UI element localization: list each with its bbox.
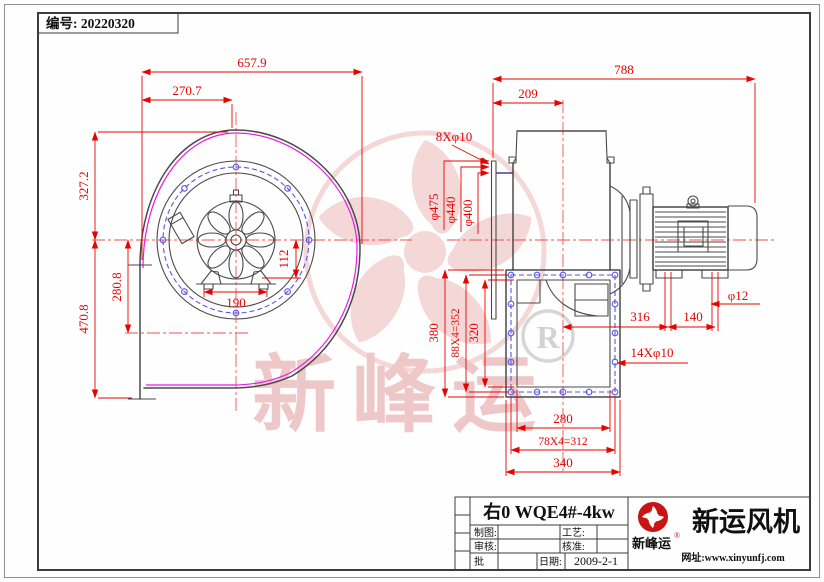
watermark-brand-text: 新峰运: [252, 348, 552, 442]
dim-axis-to-foot-hole: 316: [630, 309, 650, 324]
dim-axis-to-feet: 112: [276, 249, 291, 268]
dim-outlet-bolt-pitch-v: 88X4=352: [450, 308, 462, 358]
dim-outlet-flange-holes: 14Xφ10: [631, 345, 674, 360]
inlet-flange-side: [490, 160, 497, 320]
motor-foot-pads: [655, 269, 729, 279]
volute-liner: [142, 132, 358, 386]
dim-total-width: 657.9: [237, 55, 266, 70]
motor-fins: [655, 211, 726, 267]
dim-axis-to-base: 280.8: [109, 272, 124, 301]
inlet-flange-circle: [156, 160, 316, 320]
watermark-flower-logo: [303, 130, 547, 374]
dim-foot-hole-diameter: φ12: [728, 288, 749, 303]
motor-top-cap: [232, 189, 240, 196]
dim-inlet-bolt-circle: φ440: [443, 196, 458, 223]
motor-rear-cap: [728, 205, 758, 271]
motor-eyebolt-base: [686, 203, 700, 209]
motor-terminal-plate-inner: [683, 226, 704, 247]
dim-inlet-diameter: φ400: [460, 199, 475, 226]
dim-inlet-flange-od: φ475: [426, 193, 441, 220]
sheet-border: [4, 4, 820, 578]
outlet-flange: [505, 269, 621, 398]
company-website: 网址:www.xinyunfj.com: [681, 551, 785, 564]
dim-axis-to-top: 327.2: [76, 171, 91, 200]
casing-side: [508, 130, 615, 271]
model-designation: 右0 WQE4#-4kw: [483, 501, 615, 522]
left-view-dimensions: 657.9 270.7 327.2 470.8 280.8 190 112: [76, 55, 363, 399]
right-view: 788 209 8Xφ10 φ475 φ440 φ400 380 88X4=35…: [426, 62, 777, 476]
outlet-interior-detail: [517, 279, 609, 317]
motor-eyebolt-hole: [690, 198, 696, 204]
brand-name: 新峰运: [632, 536, 671, 551]
svg-text:R: R: [536, 319, 560, 355]
dim-inlet-flange-holes: 8Xφ10: [436, 129, 472, 144]
approved-label: 核准:: [562, 540, 585, 553]
volute-outline: [139, 129, 361, 389]
outlet-bolt-holes: [507, 271, 619, 396]
company-name: 新运风机: [692, 506, 800, 537]
left-view: 657.9 270.7 327.2 470.8 280.8 190 112: [76, 55, 412, 412]
inlet-bolt-holes: [159, 163, 313, 317]
motor-cooling-slots: [197, 201, 275, 279]
dim-outlet-flange-width: 340: [553, 455, 573, 470]
watermark-registered-mark: R: [521, 309, 575, 363]
motor-terminal-plate: [677, 220, 709, 253]
dim-feet-span: 190: [226, 295, 246, 310]
dim-outlet-opening-height: 320: [466, 323, 481, 343]
dim-outlet-bolt-pitch-h: 78X4=312: [538, 436, 588, 448]
dim-outlet-opening-width: 280: [553, 411, 573, 426]
dim-flange-to-axis: 209: [518, 86, 538, 101]
drafted-label: 制图:: [474, 526, 497, 539]
dim-outlet-flange-height: 380: [426, 323, 441, 343]
date-value: 2009-2-1: [574, 554, 618, 568]
serial-number-box: 编号: 20220320: [37, 12, 179, 34]
dim-total-length: 788: [614, 62, 634, 77]
motor-terminal-box: [167, 211, 195, 245]
dim-outlet-to-axis: 270.7: [172, 83, 202, 98]
motor-front: [167, 189, 276, 290]
inlet-bolt-circle: [162, 166, 310, 314]
company-logo: [638, 502, 668, 532]
serial-number: 编号: 20220320: [46, 15, 135, 31]
date-label: 日期:: [539, 556, 562, 568]
motor-eyebolt: [687, 195, 699, 207]
dim-axis-to-bottom: 470.8: [76, 304, 91, 333]
bearing-pedestal: [609, 185, 654, 295]
motor-feet: [196, 270, 276, 290]
ratified-label: 批: [474, 555, 484, 568]
title-block: 右0 WQE4#-4kw 制图: 工艺: 审核: 核准: 批 日期: 2009-…: [454, 496, 811, 571]
inlet-opening-circle: [168, 172, 304, 308]
brand-registered-mark: ®: [674, 531, 680, 540]
dim-foot-hole-pitch: 140: [683, 309, 703, 324]
outlet-bolt-line: [510, 274, 616, 393]
process-label: 工艺:: [562, 527, 585, 539]
checked-label: 审核:: [474, 540, 497, 553]
motor-side: [652, 195, 758, 279]
right-view-dimensions: 788 209 8Xφ10 φ475 φ440 φ400 380 88X4=35…: [426, 62, 760, 476]
